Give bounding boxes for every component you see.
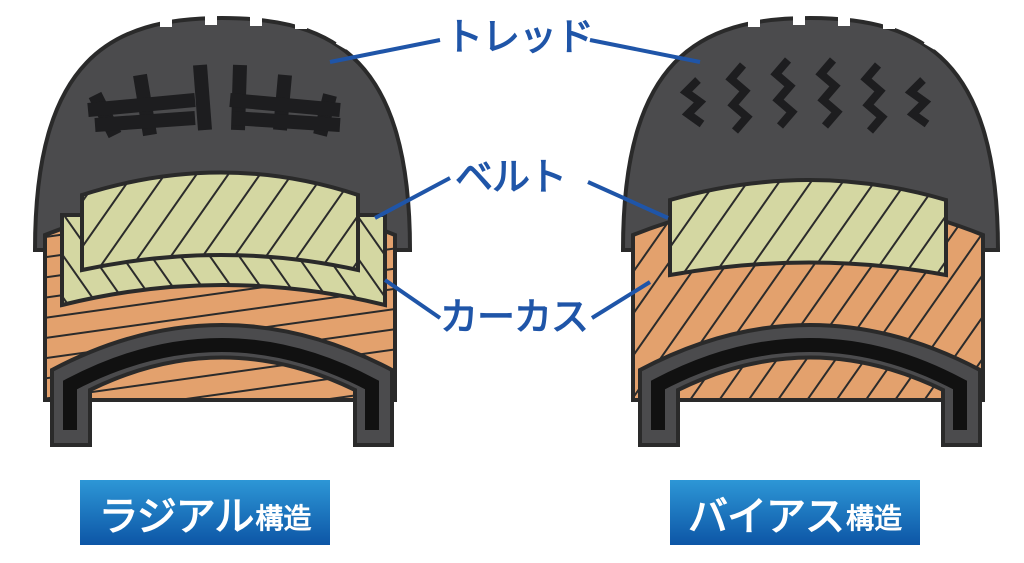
caption-bias-main: バイアス (687, 493, 845, 540)
caption-bias-suffix: 構造 (845, 501, 902, 535)
tread-notches (80, 3, 357, 52)
radial-tire (32, 3, 413, 447)
belt (668, 178, 948, 278)
belt (80, 170, 360, 273)
inner-liner (63, 338, 379, 430)
label-carcass: カーカス (440, 295, 589, 339)
caption-radial-suffix: 構造 (255, 501, 312, 535)
caption-radial-main: ラジアル (98, 493, 255, 540)
leader-lines (329, 38, 701, 320)
label-belt: ベルト (455, 155, 567, 199)
tread-pattern-radial (87, 64, 341, 139)
caption-radial: ラジアル構造 (80, 480, 330, 545)
bias-tire (620, 3, 1001, 447)
inner-liner (651, 338, 967, 430)
tread-pattern-bias (679, 57, 932, 134)
tread-notches (703, 3, 945, 50)
caption-bias: バイアス構造 (670, 480, 920, 545)
label-tread: トレッド (445, 15, 594, 59)
